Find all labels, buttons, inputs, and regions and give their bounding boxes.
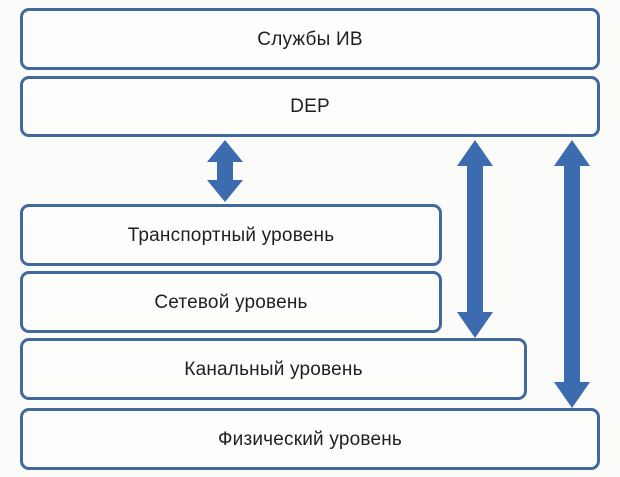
layer-box-link: Канальный уровень <box>20 338 527 400</box>
layer-label: Сетевой уровень <box>154 291 308 313</box>
layer-box-dep: DEP <box>20 76 600 137</box>
double-arrow-dep-to-link-icon <box>457 140 493 338</box>
layer-box-transport: Транспортный уровень <box>20 204 442 266</box>
layer-label: Службы ИВ <box>257 28 363 50</box>
layer-label: Физический уровень <box>217 428 403 450</box>
layer-box-physical: Физический уровень <box>20 408 600 470</box>
layer-box-services: Службы ИВ <box>20 8 600 70</box>
double-arrow-dep-to-transport-icon <box>207 140 243 202</box>
double-arrow-dep-to-physical-icon <box>554 140 590 408</box>
layer-label: DEP <box>290 96 330 117</box>
layer-label: Транспортный уровень <box>127 224 335 246</box>
layer-label: Канальный уровень <box>184 358 363 380</box>
layer-box-network: Сетевой уровень <box>20 271 442 333</box>
